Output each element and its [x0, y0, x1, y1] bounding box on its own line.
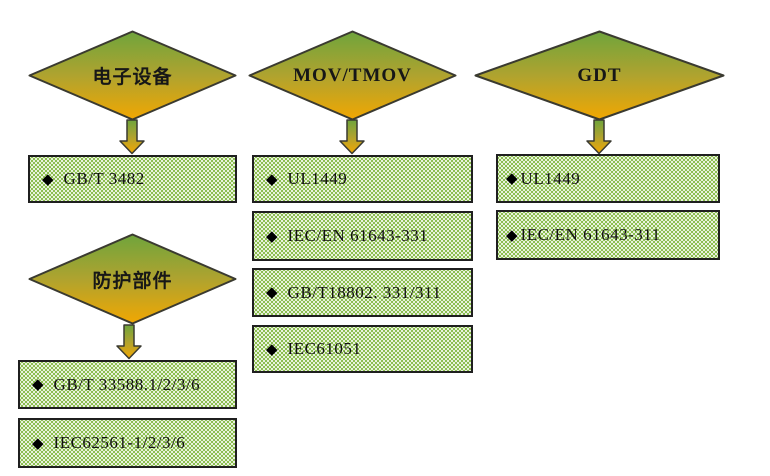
- standard-label: UL1449: [287, 169, 348, 188]
- diamond-bullet-icon: ◆: [506, 169, 518, 187]
- down-arrow-icon: [586, 119, 612, 155]
- standard-box: ◆ GB/T 3482: [28, 155, 237, 203]
- standard-box: ◆ UL1449: [252, 155, 473, 203]
- diamond-gdt: GDT: [474, 30, 725, 121]
- diamond-bullet-icon: ◆: [32, 433, 44, 452]
- standard-label: GB/T 3482: [63, 169, 145, 188]
- standard-box: ◆ IEC61051: [252, 325, 473, 373]
- standard-label: IEC/EN 61643-331: [287, 226, 429, 245]
- standard-label: IEC62561-1/2/3/6: [53, 433, 186, 452]
- diamond-bullet-icon: ◆: [266, 339, 278, 358]
- diamond-bullet-icon: ◆: [506, 225, 518, 244]
- standard-label: IEC/EN 61643-311: [520, 225, 661, 244]
- standard-box: ◆ GB/T 33588.1/2/3/6: [18, 360, 237, 409]
- standard-label: GB/T 33588.1/2/3/6: [53, 374, 201, 394]
- diamond-mov-tmov: MOV/TMOV: [248, 30, 457, 121]
- down-arrow-icon: [116, 324, 142, 360]
- down-arrow-icon: [119, 119, 145, 155]
- standard-box: ◆ GB/T18802. 331/311: [252, 268, 473, 317]
- diamond-shape: [474, 30, 725, 121]
- diamond-protection-components: 防护部件: [28, 233, 237, 325]
- standard-box: ◆ UL1449: [496, 154, 720, 203]
- diamond-bullet-icon: ◆: [266, 283, 278, 301]
- standard-box: ◆ IEC62561-1/2/3/6: [18, 418, 237, 468]
- standard-box: ◆ IEC/EN 61643-311: [496, 210, 720, 260]
- diamond-shape: [28, 233, 237, 325]
- standard-label: UL1449: [520, 168, 581, 188]
- diamond-bullet-icon: ◆: [42, 169, 54, 188]
- standard-label: IEC61051: [287, 339, 362, 358]
- diamond-electronic-equipment: 电子设备: [28, 30, 237, 121]
- diamond-bullet-icon: ◆: [266, 226, 278, 245]
- standard-label: GB/T18802. 331/311: [287, 282, 442, 302]
- diamond-bullet-icon: ◆: [266, 169, 278, 188]
- diamond-shape: [28, 30, 237, 121]
- down-arrow-icon: [339, 119, 365, 155]
- diamond-shape: [248, 30, 457, 121]
- standard-box: ◆ IEC/EN 61643-331: [252, 211, 473, 261]
- diamond-bullet-icon: ◆: [32, 375, 44, 393]
